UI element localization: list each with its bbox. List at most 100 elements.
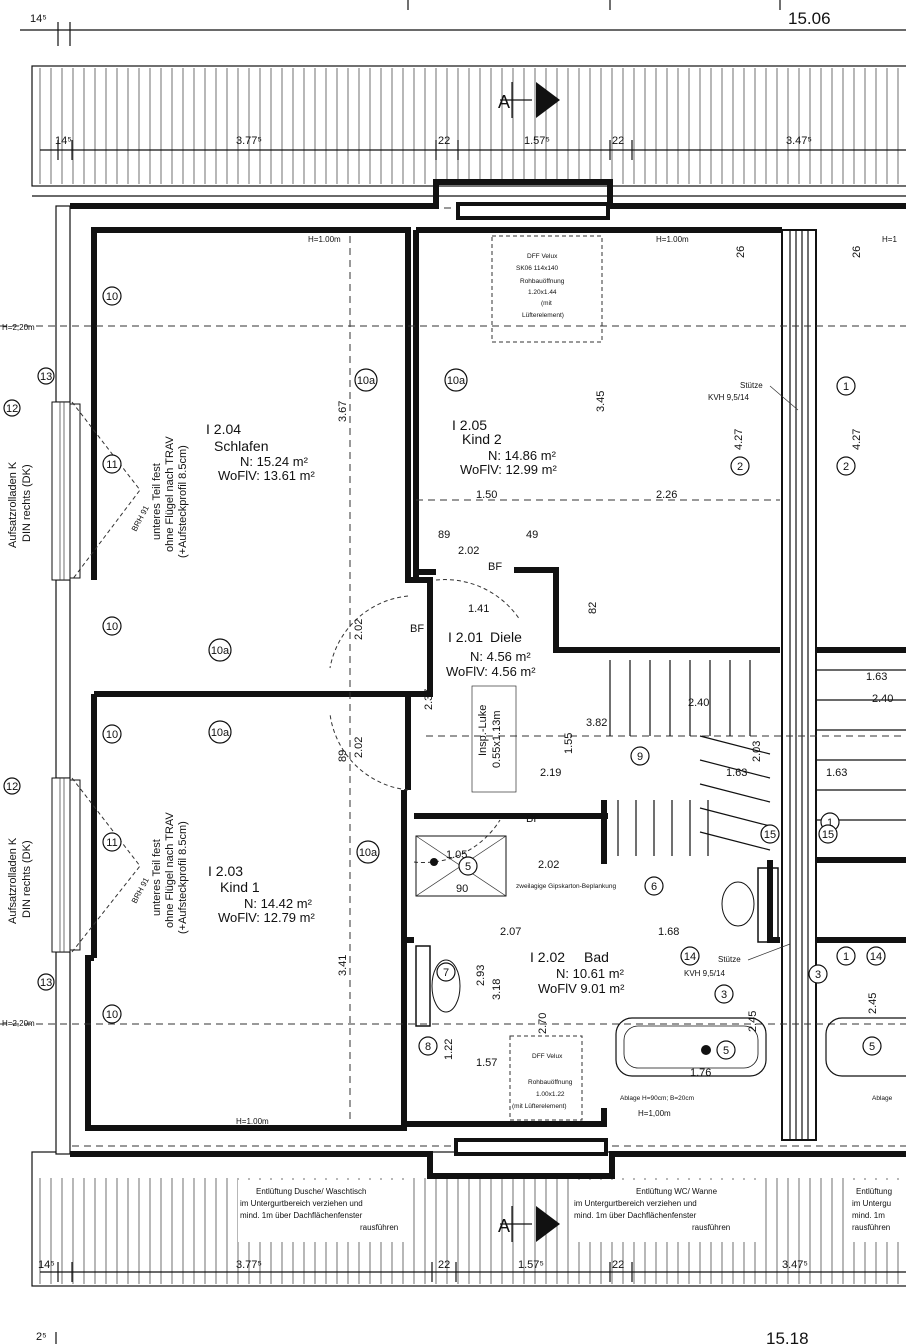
svg-text:10: 10 xyxy=(106,621,118,633)
svg-text:2.02: 2.02 xyxy=(538,859,559,871)
room-n-kind2: N: 14.86 m² xyxy=(488,448,557,463)
h-mark-bad: H=1,00m xyxy=(638,1109,671,1118)
svg-text:2.02: 2.02 xyxy=(458,545,479,557)
svg-text:Ablage H=90cm; B=20cm: Ablage H=90cm; B=20cm xyxy=(620,1095,694,1102)
svg-text:2: 2 xyxy=(737,461,743,473)
side-label-lower-1: Aufsatzrolladen K xyxy=(7,837,19,924)
side-label-upper-2: DIN rechts (DK) xyxy=(21,464,33,542)
svg-text:KVH 9,5/14: KVH 9,5/14 xyxy=(708,393,749,402)
callout-tag-11: 11 xyxy=(102,454,122,474)
svg-text:Lüfterelement): Lüfterelement) xyxy=(522,312,564,319)
window-note-lower: BRH 91 unteres Teil fest ohne Flügel nac… xyxy=(130,812,189,934)
svg-text:BRH 91: BRH 91 xyxy=(130,503,151,532)
h-mark-upper: H=2,20m xyxy=(2,323,35,332)
room-id-diele: I 2.01 xyxy=(448,629,483,645)
svg-text:(mit Lüfterelement): (mit Lüfterelement) xyxy=(512,1103,567,1110)
note-ventilation-right: Entlüftung im Untergu mind. 1m rausführe… xyxy=(850,1180,906,1242)
svg-text:15: 15 xyxy=(822,829,834,841)
room-diele: I 2.01 Diele N: 4.56 m² WoFlV: 4.56 m² xyxy=(446,629,536,679)
svg-text:13: 13 xyxy=(40,977,52,989)
svg-text:15.18: 15.18 xyxy=(766,1329,809,1344)
side-label-upper-1: Aufsatzrolladen K xyxy=(7,461,19,548)
staircase xyxy=(609,660,906,856)
room-bad: I 2.02 Bad N: 10.61 m² WoFlV 9.01 m² xyxy=(530,949,625,996)
svg-text:Insp.-Luke: Insp.-Luke xyxy=(477,705,489,756)
roof-band-top xyxy=(39,68,899,184)
svg-text:14: 14 xyxy=(870,951,882,963)
dim-top-6: 3.47⁵ xyxy=(786,135,812,147)
svg-text:mind. 1m: mind. 1m xyxy=(852,1211,885,1220)
svg-text:im Untergurtbereich verziehen: im Untergurtbereich verziehen und xyxy=(574,1199,697,1208)
top-dim-total: 15.06 xyxy=(788,9,831,28)
svg-text:10a: 10a xyxy=(211,727,230,739)
tag-12-lower: 12 xyxy=(3,777,21,795)
callout-tag-5: 5 xyxy=(458,856,478,876)
svg-text:10a: 10a xyxy=(447,375,466,387)
callout-tag-11: 11 xyxy=(102,832,122,852)
room-kind2: I 2.05 Kind 2 N: 14.86 m² WoFlV: 12.99 m… xyxy=(452,417,557,477)
room-wofiv-schlafen: WoFlV: 13.61 m² xyxy=(218,468,315,483)
callout-tag-10: 10 xyxy=(102,724,122,744)
svg-text:1: 1 xyxy=(843,951,849,963)
svg-text:2.93: 2.93 xyxy=(475,965,487,986)
callout-tag-1: 1 xyxy=(836,376,856,396)
room-schlafen: I 2.04 Schlafen N: 15.24 m² WoFlV: 13.61… xyxy=(206,421,315,483)
svg-text:3.45: 3.45 xyxy=(595,391,607,412)
section-label-top: A xyxy=(498,92,510,112)
dim-top-4: 1.57⁵ xyxy=(524,135,550,147)
callout-tag-2: 2 xyxy=(836,456,856,476)
left-exterior-wall xyxy=(51,205,71,1155)
svg-text:10a: 10a xyxy=(359,847,378,859)
svg-text:ohne Flügel nach TRAV: ohne Flügel nach TRAV xyxy=(164,436,176,552)
svg-text:12: 12 xyxy=(6,403,18,415)
callout-tag-8: 8 xyxy=(418,1036,438,1056)
svg-text:1.63: 1.63 xyxy=(726,767,747,779)
svg-text:1.63: 1.63 xyxy=(826,767,847,779)
svg-text:10a: 10a xyxy=(211,645,230,657)
section-marker-bottom: A xyxy=(498,1206,560,1242)
svg-text:mind. 1m über Dachflächenfenst: mind. 1m über Dachflächenfenster xyxy=(240,1211,363,1220)
callout-tag-5: 5 xyxy=(716,1040,736,1060)
svg-text:4.27: 4.27 xyxy=(733,429,745,450)
room-n-bad: N: 10.61 m² xyxy=(556,966,625,981)
svg-text:7: 7 xyxy=(443,967,449,979)
svg-text:2.02: 2.02 xyxy=(353,737,365,758)
svg-text:KVH 9,5/14: KVH 9,5/14 xyxy=(684,969,725,978)
inner-dimensions: 3.67 2.02 3.45 1.50 2.26 26 26 4.27 4.27… xyxy=(337,246,893,1102)
svg-text:49: 49 xyxy=(526,529,538,541)
svg-text:9: 9 xyxy=(637,751,643,763)
svg-text:2.45: 2.45 xyxy=(867,993,879,1014)
toilet xyxy=(721,867,779,943)
svg-text:rausführen: rausführen xyxy=(692,1223,730,1232)
svg-text:10: 10 xyxy=(106,1009,118,1021)
svg-text:26: 26 xyxy=(851,246,863,258)
top-dim-left: 14⁵ xyxy=(30,13,47,25)
svg-text:8: 8 xyxy=(425,1041,431,1053)
room-wofiv-kind1: WoFlV: 12.79 m² xyxy=(218,910,315,925)
svg-text:SK06 114x140: SK06 114x140 xyxy=(516,265,559,272)
room-name-bad: Bad xyxy=(584,949,609,965)
room-id-kind1: I 2.03 xyxy=(208,863,243,879)
room-id-bad: I 2.02 xyxy=(530,949,565,965)
svg-text:2.40: 2.40 xyxy=(872,693,893,705)
svg-text:10: 10 xyxy=(106,291,118,303)
callout-tag-5: 5 xyxy=(862,1036,882,1056)
svg-text:2.45: 2.45 xyxy=(747,1011,759,1032)
callout-tag-15: 15 xyxy=(760,824,780,844)
room-name-kind2: Kind 2 xyxy=(462,431,502,447)
svg-text:1: 1 xyxy=(827,817,833,829)
dim-top-3: 22 xyxy=(438,135,450,147)
svg-text:im Untergurtbereich verziehen: im Untergurtbereich verziehen und xyxy=(240,1199,363,1208)
svg-text:mind. 1m über Dachflächenfenst: mind. 1m über Dachflächenfenster xyxy=(574,1211,697,1220)
velux-bottom: DFF Velux Rohbauöffnung 1.00x1.22 (mit L… xyxy=(509,1035,583,1121)
roof-band-bottom xyxy=(39,1178,899,1284)
room-id-schlafen: I 2.04 xyxy=(206,421,241,437)
callout-tag-10: 10 xyxy=(102,616,122,636)
svg-text:1.57⁵: 1.57⁵ xyxy=(518,1259,544,1271)
svg-text:3.47⁵: 3.47⁵ xyxy=(782,1259,808,1271)
svg-text:1.57: 1.57 xyxy=(476,1057,497,1069)
window-lower xyxy=(69,777,141,953)
svg-text:Entlüftung WC/ Wanne: Entlüftung WC/ Wanne xyxy=(636,1187,718,1196)
room-n-diele: N: 4.56 m² xyxy=(470,649,531,664)
bottom-dimension: 2⁵ 15.18 xyxy=(36,1329,809,1344)
